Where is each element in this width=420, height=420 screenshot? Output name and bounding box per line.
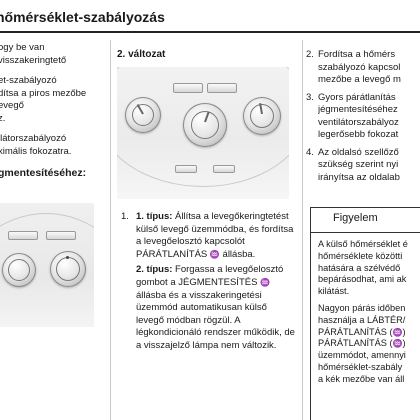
climate-panel-photo <box>117 66 289 199</box>
item-line: szükség szerint nyi <box>318 159 399 170</box>
item-line: szabályozó kapcsol <box>318 61 401 73</box>
left-line <box>0 125 110 133</box>
right-column: 2. Fordítsa a hőmérs szabályozó kapcsol … <box>306 49 420 189</box>
instruction-steps: 1. 1. típus: Állítsa a levegőkeringtetés… <box>121 211 297 356</box>
fan-knob <box>2 253 36 287</box>
item-line: Gyors párátlanítás <box>318 91 396 103</box>
panel-button <box>173 82 203 93</box>
defrost-icon: ♒ <box>209 249 220 259</box>
step-text-part: állásba. <box>219 248 256 260</box>
left-line: evegő <box>0 100 24 111</box>
panel-button <box>46 231 76 240</box>
warning-text-part: PÁRÁTLANÍTÁS ( <box>318 326 393 337</box>
step-item: 1. 1. típus: Állítsa a levegőkeringtetés… <box>121 211 297 261</box>
warning-line: A külső hőmérséklet é <box>318 239 408 249</box>
warning-line: bepárásodhat, ami ak <box>318 274 407 285</box>
step-text: 1. típus: Állítsa a levegőkeringtetést k… <box>136 211 297 261</box>
right-item: 2. Fordítsa a hőmérs szabályozó kapcsol … <box>306 49 420 87</box>
step-text-part: Forgassa a levegőelosztó gombot a JÉGMEN… <box>136 264 284 288</box>
panel-button <box>207 82 237 93</box>
step-item: 2. típus: Forgassa a levegőelosztó gombo… <box>121 264 297 352</box>
page-title: hőmérséklet-szabályozás <box>0 9 165 25</box>
right-item: 3. Gyors párátlanítás jégmentesítéséhez … <box>306 92 420 142</box>
temperature-knob <box>243 96 281 135</box>
step-number: 1. <box>121 211 129 222</box>
item-line: mezőbe a levegő m <box>318 74 401 85</box>
left-line <box>0 67 110 75</box>
dashboard-curve <box>0 213 94 327</box>
step-text: 2. típus: Forgassa a levegőelosztó gombo… <box>136 264 297 352</box>
warning-body: A külső hőmérséklet é hőmérséklete közöt… <box>318 239 420 386</box>
step-text-part: Állítsa a levegőkeringtetést külső leveg… <box>136 211 294 260</box>
defrost-icon: ♒ <box>260 277 271 287</box>
left-line: z. <box>0 112 6 124</box>
panel-button <box>213 164 235 173</box>
left-column: ogy be van visszakeringtető et-szabályoz… <box>0 42 110 180</box>
item-line: legerősebb fokozat <box>318 129 399 140</box>
left-line: dítsa a piros mezőbe <box>0 87 87 99</box>
panel-button <box>175 164 197 173</box>
defrost-icon: ♒ <box>392 339 403 349</box>
column-divider <box>302 40 303 420</box>
warning-rule <box>310 232 420 233</box>
panel-button <box>8 231 38 240</box>
temperature-knob <box>50 251 86 287</box>
type-label: 1. típus: <box>136 211 173 222</box>
step-text-part: állásba és a visszakeringetési üzemmód a… <box>136 289 295 351</box>
left-subheading: gmentesítéséhez: <box>0 167 87 179</box>
item-number: 3. <box>306 91 314 103</box>
item-number: 2. <box>306 49 314 60</box>
warning-line: PÁRÁTLANÍTÁS (♒) <box>318 327 420 339</box>
warning-title: Figyelem <box>333 212 378 224</box>
warning-text-part: ) <box>402 338 406 349</box>
warning-text-part: ) <box>402 326 406 337</box>
dashboard-curve <box>117 66 289 187</box>
header-rule <box>0 31 420 33</box>
item-line: jégmentesítéséhez <box>318 104 398 115</box>
warning-line: kilátást. <box>318 286 350 297</box>
left-line: et-szabályozó <box>0 75 57 86</box>
fan-knob <box>125 96 161 133</box>
warning-line: hőmérséklete közötti <box>318 250 403 261</box>
warning-line: hőmérséklet-szabály <box>318 361 403 372</box>
warning-line: PÁRÁTLANÍTÁS (♒) <box>318 338 420 350</box>
item-line: Az oldalsó szellőző <box>318 146 399 158</box>
type-label: 2. típus: <box>136 264 173 276</box>
step-number <box>121 264 136 352</box>
climate-panel-photo-left <box>0 203 94 327</box>
warning-line: Nagyon párás időben <box>318 302 406 313</box>
left-line: ximális fokozatra. <box>0 145 72 157</box>
item-number: 4. <box>306 146 314 158</box>
variant-heading: 2. változat <box>117 49 166 60</box>
warning-line: a kék mezőbe van áll <box>318 373 405 384</box>
left-line: ilátorszabályozó <box>0 133 67 144</box>
warning-line: használja a LÁBTÉR/ <box>318 314 406 325</box>
floor-defrost-icon: ♒ <box>392 327 403 337</box>
left-line: visszakeringtető <box>0 54 67 66</box>
warning-line: üzemmódot, amennyi <box>318 350 406 361</box>
warning-box <box>310 207 420 420</box>
column-divider <box>110 40 111 420</box>
left-line: ogy be van <box>0 42 45 53</box>
item-line: irányítsa az oldalab <box>318 171 400 183</box>
air-distribution-knob <box>183 102 227 147</box>
right-item: 4. Az oldalsó szellőző szükség szerint n… <box>306 147 420 185</box>
warning-line: hatására a szélvédő <box>318 262 401 273</box>
warning-text-part: PÁRÁTLANÍTÁS ( <box>318 338 393 349</box>
middle-column: 2. változat <box>117 49 295 199</box>
item-line: ventilátorszabályoz <box>318 116 399 128</box>
item-line: Fordítsa a hőmérs <box>318 49 396 60</box>
